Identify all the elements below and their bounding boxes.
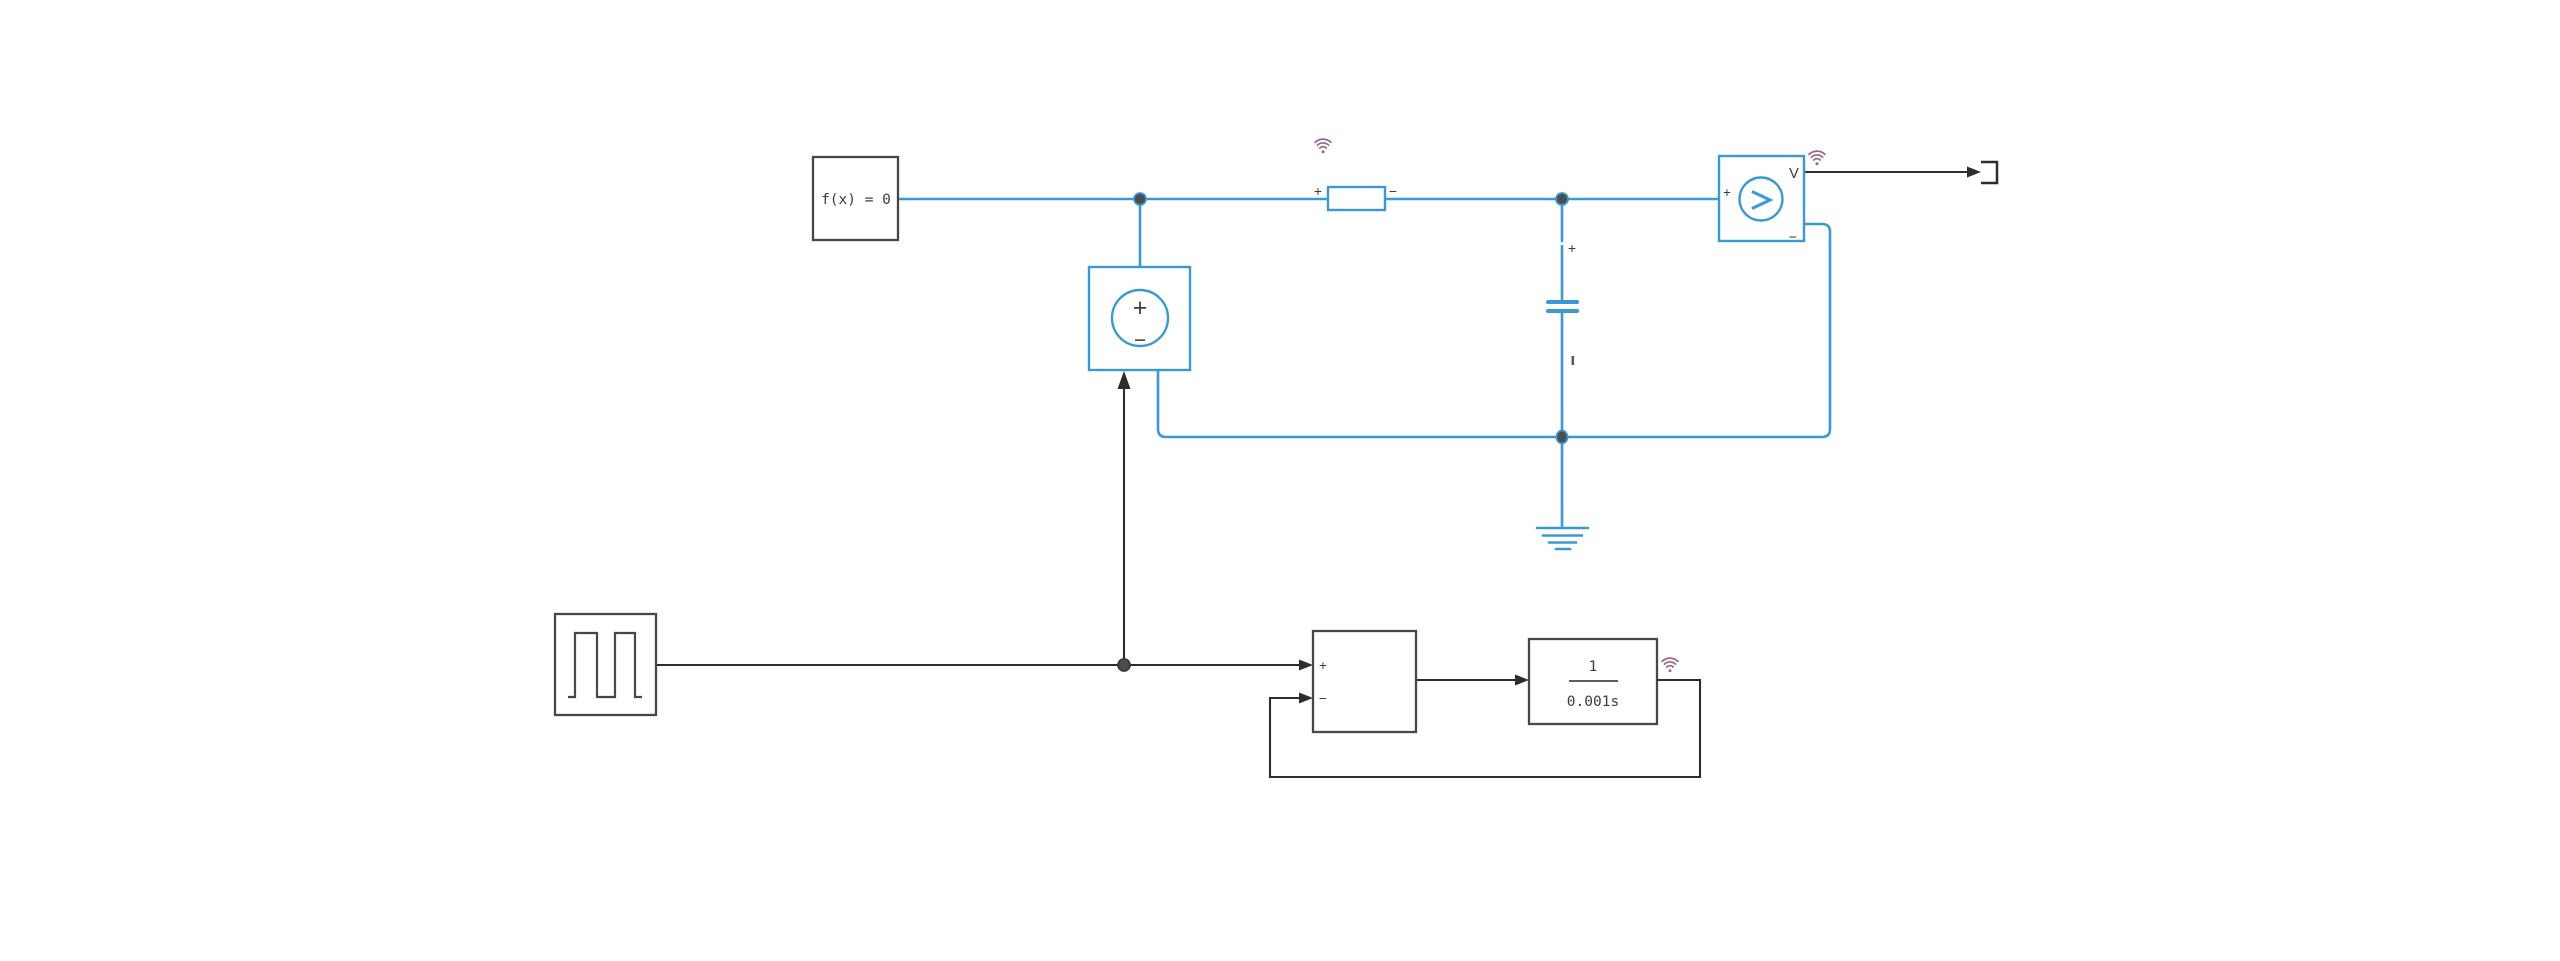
ground-icon[interactable] (1535, 526, 1590, 551)
sum-minus-label: − (1319, 691, 1327, 706)
arrowheads-layer (1117, 166, 1981, 704)
capacitor-plus-label: + (1568, 240, 1576, 256)
wifi-icon[interactable] (1314, 138, 1332, 154)
sum-plus-label: + (1319, 658, 1327, 673)
voltage-sensor-output-label: V (1789, 166, 1799, 182)
arrowhead-sum-minus[interactable] (1299, 692, 1313, 704)
square-wave-icon (568, 631, 642, 699)
pulse-generator-block[interactable] (553, 612, 658, 717)
logging-badges-layer (1314, 138, 1826, 673)
voltage-source-minus-label: − (1134, 329, 1146, 352)
sum-subtract-block[interactable] (1311, 629, 1418, 734)
wifi-icon[interactable] (1808, 150, 1826, 166)
voltage-sensor-plus-label: + (1723, 185, 1731, 200)
physical-blocks-layer (1087, 154, 1806, 372)
arrowhead-source-control[interactable] (1117, 371, 1131, 389)
arrowhead-terminator[interactable] (1967, 166, 1981, 178)
solver-config-label: f(x) = 0 (821, 192, 891, 208)
greater-than-icon (1751, 190, 1774, 210)
arrowhead-sum-plus[interactable] (1299, 659, 1313, 671)
wire-sensor-return[interactable] (1560, 197, 1832, 439)
voltage-source-circle-icon (1110, 288, 1170, 348)
junction-node[interactable] (1555, 429, 1569, 445)
voltage-sensor-circle-icon (1738, 176, 1784, 222)
voltage-sensor-minus-label: − (1789, 230, 1797, 246)
resistor-plus-label: + (1314, 183, 1322, 199)
signal-wires-layer (657, 160, 1999, 779)
labels-layer: f(x) = 0 + − + + − + V − + − 1 0.001s (821, 166, 1799, 710)
wire-source-return[interactable] (1156, 368, 1564, 439)
voltage-source-plus-label: + (1133, 294, 1148, 322)
bracket-port-icon[interactable] (1981, 160, 1999, 185)
junction-node[interactable] (1555, 192, 1569, 206)
junction-nodes-layer (1117, 192, 1569, 672)
solver-config-block[interactable] (811, 155, 900, 242)
transfer-fcn-numerator: 1 (1589, 659, 1598, 675)
signal-blocks-layer (553, 155, 1659, 734)
wifi-icon[interactable] (1661, 657, 1679, 673)
physical-wires-layer (896, 197, 1832, 551)
junction-node[interactable] (1133, 192, 1147, 206)
wire-feedback-loop[interactable] (1268, 678, 1702, 779)
resistor-minus-label: − (1389, 183, 1397, 199)
resistor-block[interactable] (1326, 185, 1387, 212)
capacitor-minus-marker (1571, 356, 1575, 365)
arrowhead-transferfcn-in[interactable] (1515, 674, 1529, 686)
junction-node[interactable] (1117, 658, 1131, 672)
transfer-fcn-denominator: 0.001s (1567, 694, 1619, 710)
